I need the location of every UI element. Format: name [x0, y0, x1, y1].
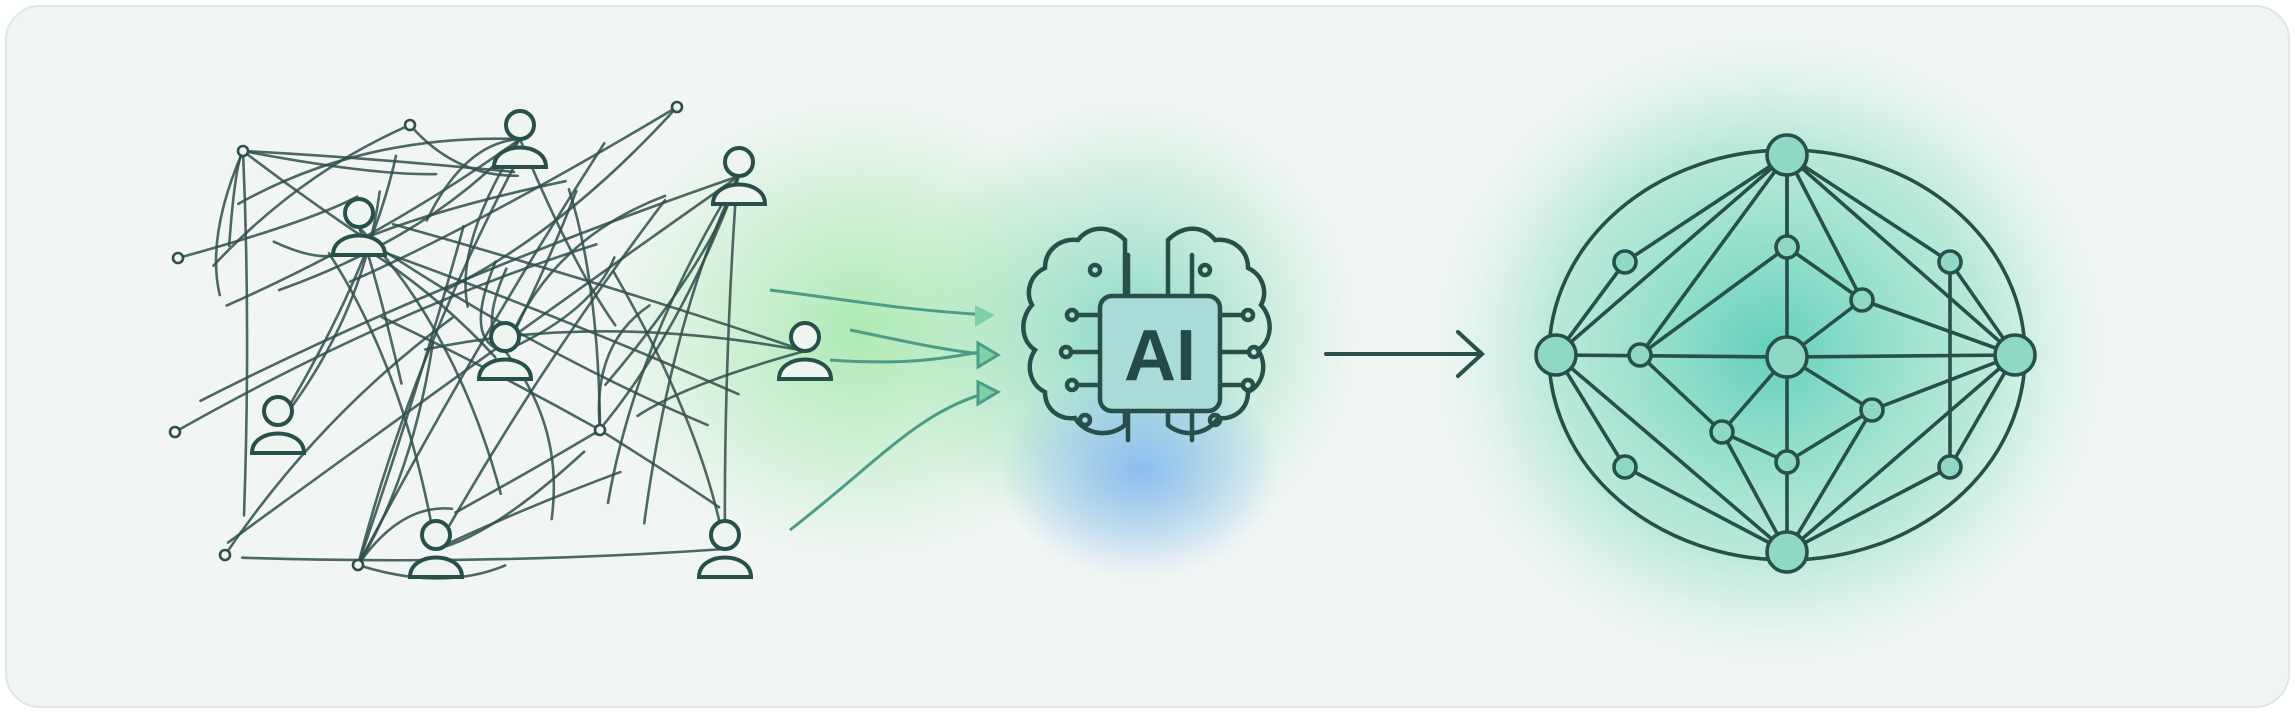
- graph-edge: [1638, 245, 1789, 357]
- connection-line: [454, 428, 602, 514]
- connection-line: [356, 507, 454, 567]
- connection-line: [223, 316, 454, 557]
- node-dot: [403, 118, 417, 132]
- connection-line: [173, 243, 598, 434]
- graph-node: [1774, 234, 1800, 260]
- flow-arrows: [769, 288, 1002, 532]
- graph-node: [1627, 342, 1653, 368]
- connection-line: [241, 149, 249, 517]
- graph-edge: [1786, 465, 1951, 554]
- person-icon: [330, 197, 388, 257]
- person-icon: [476, 321, 534, 381]
- node-dot: [218, 548, 232, 562]
- network-graph-icon: [1534, 133, 2037, 574]
- person-icon: [249, 395, 307, 455]
- connection-line: [408, 123, 519, 178]
- connection-line: [356, 141, 606, 567]
- connection-line: [327, 251, 438, 551]
- tangled-connections: [168, 100, 807, 580]
- graph-node: [1765, 530, 1809, 574]
- node-dot: [236, 144, 250, 158]
- graph-edge: [1786, 408, 1873, 464]
- person-icon: [776, 321, 834, 381]
- connection-line: [241, 149, 709, 427]
- connection-line: [391, 222, 807, 353]
- graph-edge: [1638, 353, 1724, 434]
- graph-node: [1765, 133, 1809, 177]
- node-dot: [168, 425, 182, 439]
- connection-line: [597, 304, 651, 432]
- node-dot: [670, 100, 684, 114]
- graph-edge: [1785, 245, 1864, 302]
- connection-line: [598, 428, 721, 509]
- connection-line: [503, 194, 667, 353]
- graph-edge: [1786, 353, 2016, 359]
- node-dot: [593, 423, 607, 437]
- graph-node: [1993, 333, 2037, 377]
- graph-edge: [1555, 353, 1788, 359]
- graph-edge: [1554, 153, 1789, 357]
- graph-node: [1774, 449, 1800, 475]
- graph-node: [1937, 249, 1963, 275]
- graph-node: [1859, 397, 1885, 423]
- connection-line: [348, 105, 679, 284]
- connection-line: [276, 190, 382, 427]
- person-icon: [407, 519, 465, 579]
- people-group: [249, 109, 834, 579]
- graph-edge: [1786, 153, 1951, 264]
- person-icon: [710, 146, 768, 206]
- graph-edge: [1624, 465, 1788, 554]
- connection-line: [212, 123, 412, 267]
- graph-edge: [1861, 298, 2016, 357]
- connection-line: [225, 137, 522, 307]
- person-icon: [696, 519, 754, 579]
- connection-line: [636, 349, 807, 418]
- graph-edge: [1624, 153, 1788, 264]
- connection-line: [176, 195, 359, 260]
- graph-node: [1534, 333, 1578, 377]
- connection-line: [353, 240, 740, 396]
- connection-line: [444, 105, 679, 292]
- node-dot: [351, 558, 365, 572]
- person-icon: [491, 109, 549, 169]
- connection-line: [241, 149, 438, 176]
- connection-line: [214, 149, 245, 297]
- graph-node: [1849, 287, 1875, 313]
- connection-line: [434, 470, 622, 551]
- graph-node: [1709, 419, 1735, 445]
- connection-line: [723, 203, 737, 551]
- connection-line: [434, 198, 667, 551]
- connection-line: [423, 330, 807, 353]
- node-dot: [171, 251, 185, 265]
- graph-edge: [1554, 353, 1789, 554]
- graph-node: [1937, 454, 1963, 480]
- graph-node: [1612, 454, 1638, 480]
- connection-line: [606, 174, 741, 505]
- connection-line: [236, 137, 522, 206]
- graph-edge: [1785, 153, 2017, 357]
- graph-node: [1612, 249, 1638, 275]
- connection-line: [199, 174, 741, 403]
- connection-line: [503, 256, 616, 353]
- card-border: [5, 5, 2290, 708]
- graph-edge: [1785, 154, 1864, 301]
- connection-line: [356, 156, 520, 567]
- connection-line: [356, 224, 465, 567]
- connection-line: [240, 547, 727, 562]
- graph-edge: [1785, 409, 1874, 553]
- graph-node: [1765, 335, 1809, 379]
- connection-line: [425, 137, 522, 222]
- ai-chip-label: AI: [1124, 316, 1196, 396]
- graph-edge: [1638, 153, 1789, 357]
- ai-brain-icon: [1021, 226, 1272, 443]
- arrow-right-icon: [1324, 330, 1485, 378]
- graph-edge: [1554, 354, 1627, 468]
- graph-edge: [1720, 431, 1789, 553]
- connection-line: [612, 270, 727, 551]
- graph-edge: [1785, 353, 2017, 554]
- graph-edge: [1871, 353, 2016, 412]
